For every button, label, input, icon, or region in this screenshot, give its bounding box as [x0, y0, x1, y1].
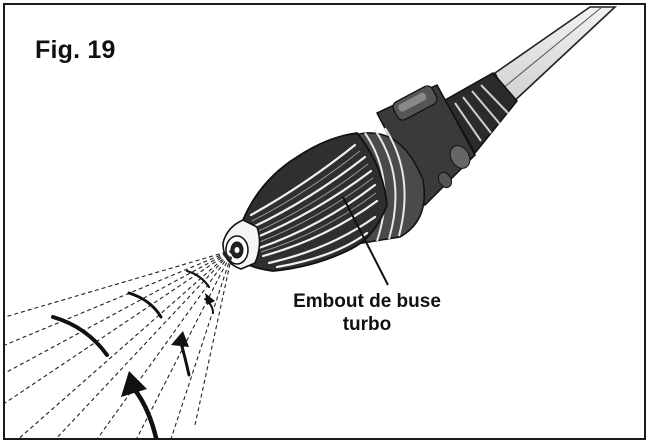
- rear-connector: [443, 72, 518, 155]
- middle-collar: [375, 84, 476, 207]
- figure-title: Fig. 19: [35, 36, 116, 64]
- turbo-nozzle-body: [229, 132, 388, 272]
- callout-label: Embout de buse turbo: [267, 290, 467, 336]
- wand-shaft: [493, 6, 618, 107]
- callout-leader-line: [342, 196, 389, 286]
- dashed-spray-cone: [5, 249, 234, 438]
- nozzle-tip: [222, 219, 261, 270]
- figure-frame: Fig. 19 Embout de buse turbo: [3, 3, 646, 440]
- callout-label-line2: turbo: [342, 314, 392, 335]
- curved-rotation-arrows: [51, 269, 215, 438]
- callout-label-line1: Embout de buse: [293, 291, 441, 312]
- turbo-nozzle-illustration: [5, 6, 618, 438]
